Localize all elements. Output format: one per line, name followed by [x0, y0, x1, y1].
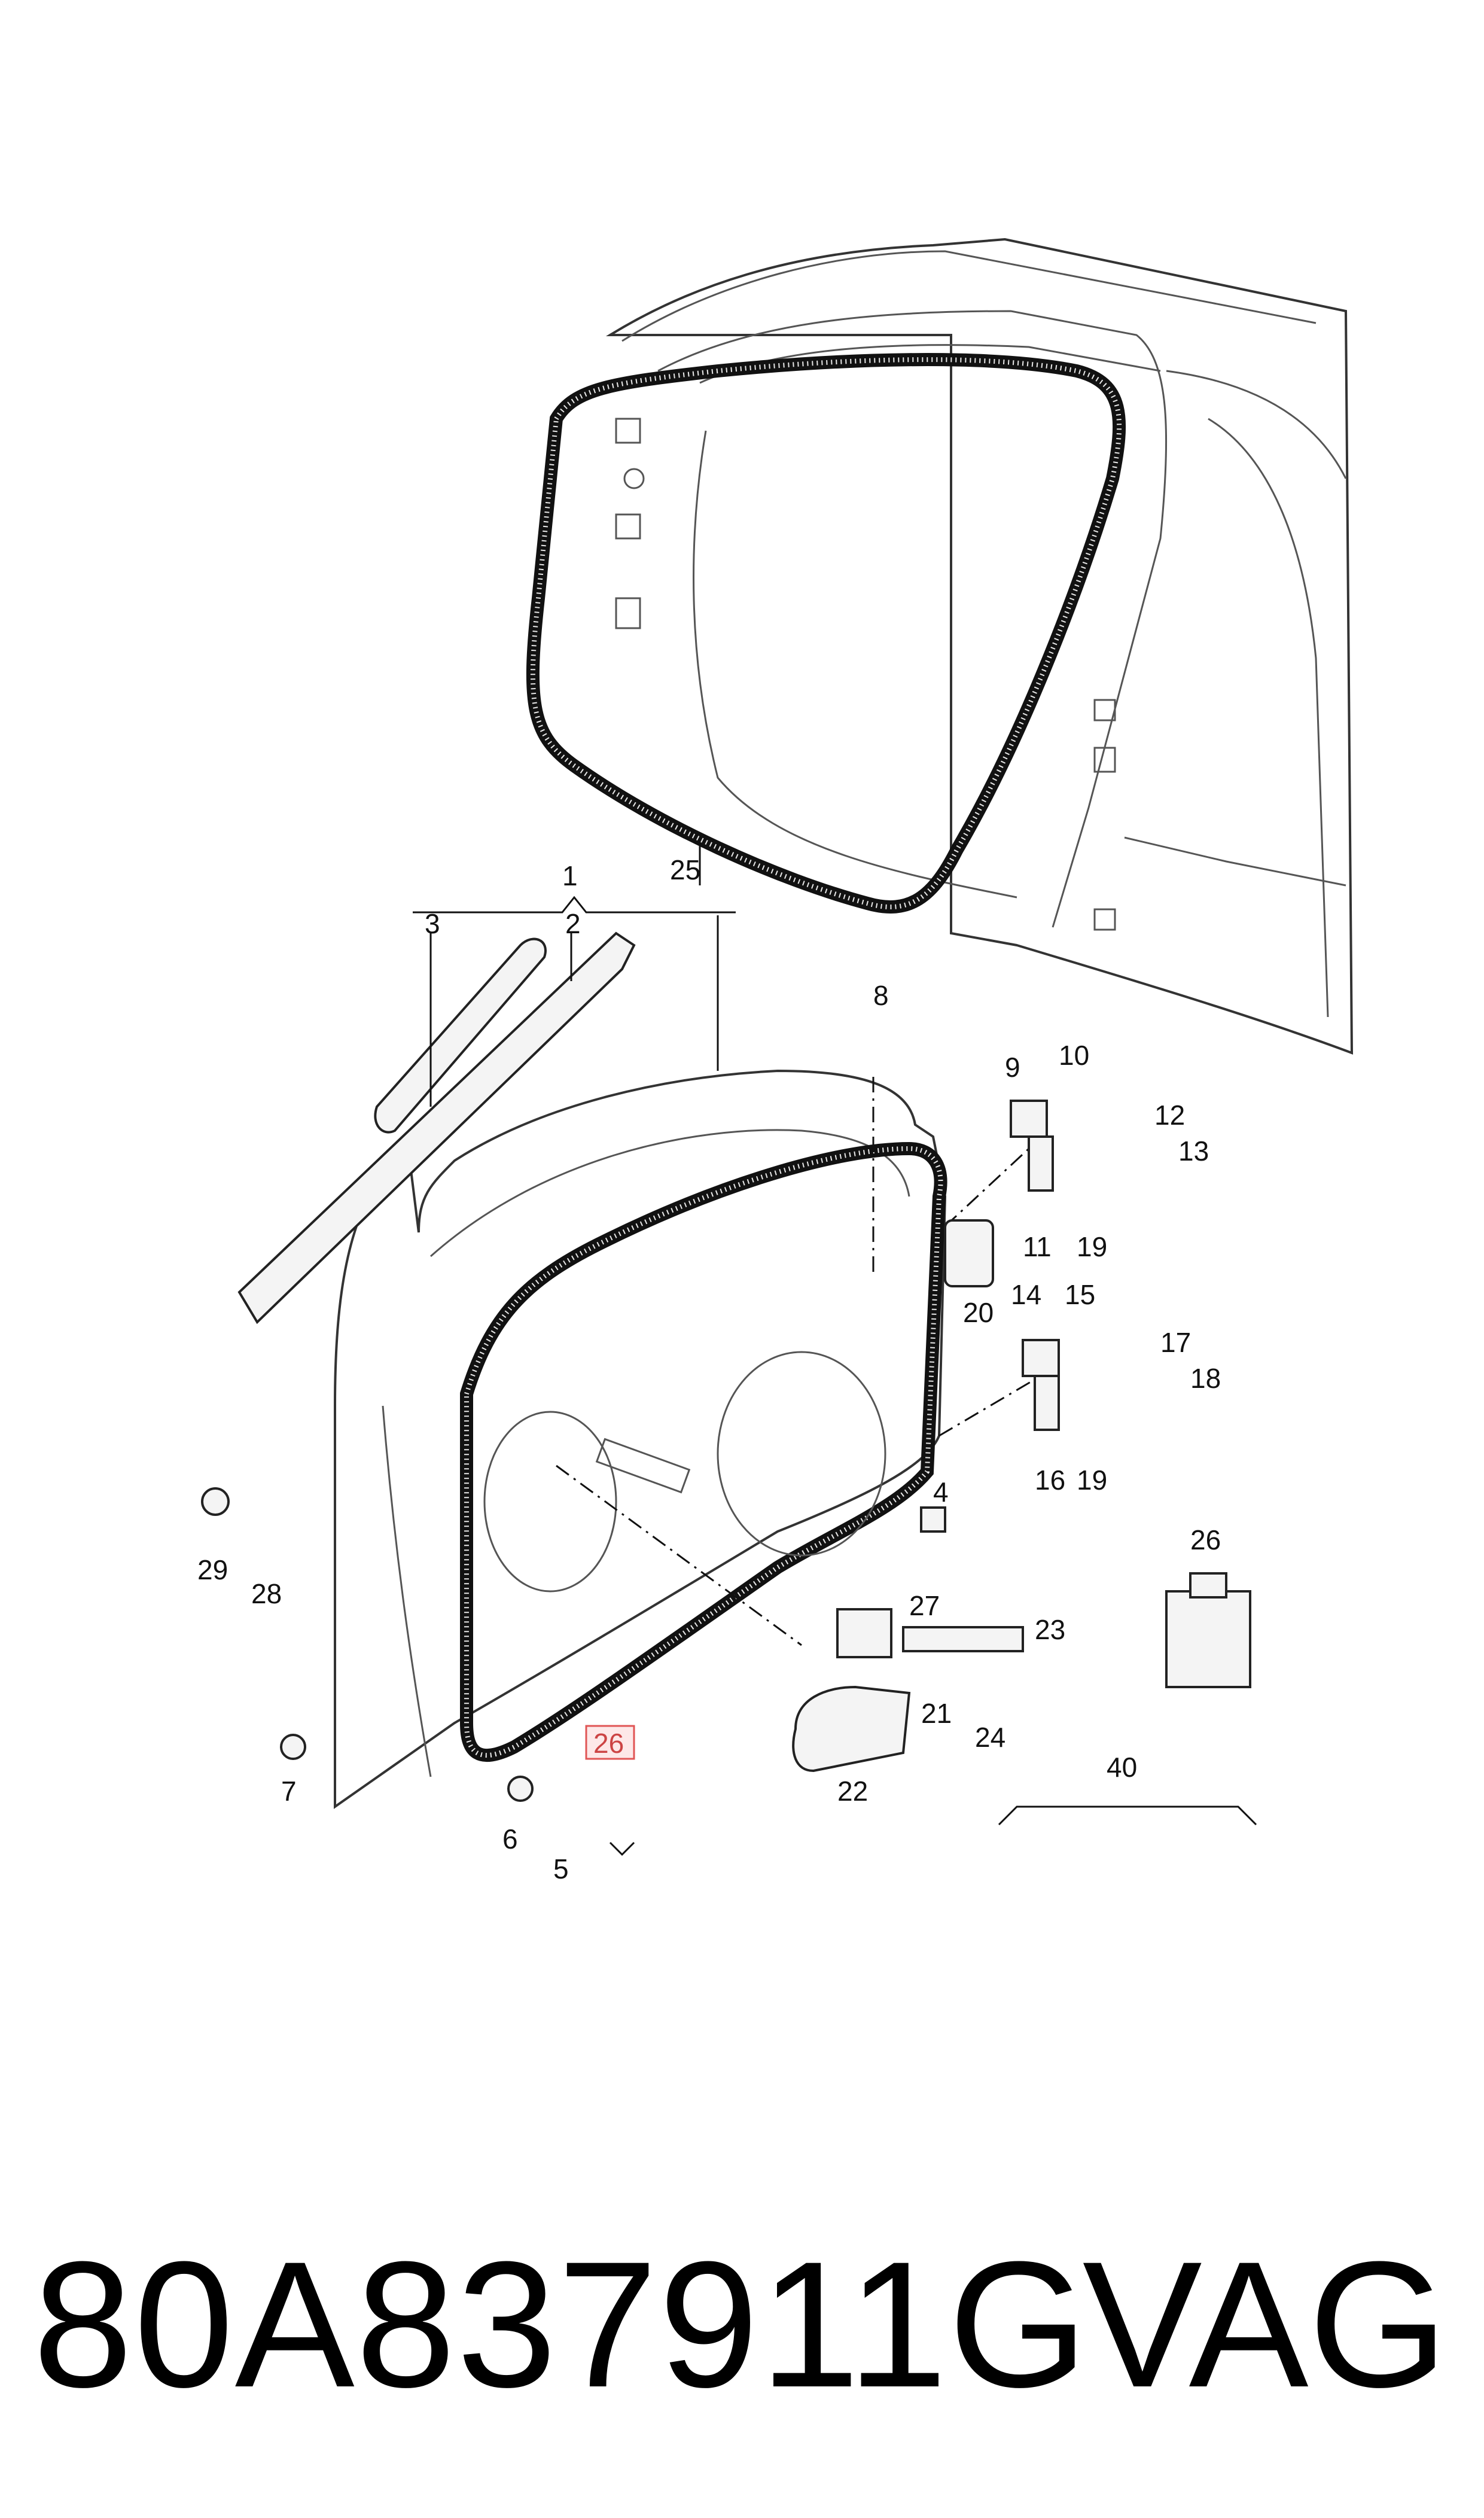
- callout-label: 13: [1178, 1135, 1209, 1167]
- door-seal: [460, 1141, 947, 1762]
- callout-label: 18: [1190, 1363, 1221, 1394]
- leader-lines: [413, 844, 1257, 1856]
- callout-label: 2: [565, 908, 581, 939]
- callout-label-highlighted: 26: [593, 1728, 624, 1759]
- window-trim: [237, 931, 636, 1325]
- callout-label: 16: [1035, 1464, 1065, 1496]
- callout-label: 19: [1077, 1464, 1107, 1496]
- callout-label: 14: [1011, 1279, 1041, 1310]
- footer: 80A837911G VAG: [0, 2225, 1484, 2423]
- brand-label: VAG: [1082, 2224, 1448, 2425]
- highlight-box: [585, 1725, 635, 1760]
- callout-label: 26: [1190, 1524, 1221, 1555]
- callout-label: 12: [1154, 1100, 1185, 1131]
- callout-label: 40: [1107, 1752, 1137, 1783]
- callout-label: 15: [1065, 1279, 1095, 1310]
- callout-label: 24: [975, 1722, 1005, 1753]
- callout-label: 6: [502, 1823, 518, 1855]
- callout-label: 11: [1023, 1231, 1052, 1262]
- door-shell: [334, 1069, 947, 1809]
- callout-labels: 1 2 3 4 5 6 7 8 9 10 11 12 13 14 15 16 1…: [197, 854, 1221, 1884]
- callout-label: 9: [1005, 1052, 1020, 1083]
- callout-label: 3: [425, 908, 440, 939]
- callout-label: 19: [1077, 1231, 1107, 1262]
- callout-label: 10: [1059, 1040, 1089, 1071]
- callout-label: 28: [251, 1578, 282, 1609]
- callout-label: 22: [837, 1776, 868, 1807]
- callout-label: 29: [197, 1554, 228, 1585]
- body-side-panel: [605, 238, 1354, 1055]
- callout-label: 4: [933, 1476, 949, 1508]
- callout-label: 25: [670, 854, 700, 885]
- callout-label: 1: [562, 860, 578, 891]
- callout-label: 21: [921, 1698, 952, 1729]
- callout-label: 20: [963, 1297, 994, 1328]
- callout-label: 17: [1160, 1327, 1191, 1358]
- callout-label: 27: [909, 1590, 940, 1621]
- callout-label: 5: [553, 1853, 569, 1884]
- callout-label: 8: [873, 980, 889, 1011]
- callout-label: 7: [281, 1776, 297, 1807]
- door-parts-diagram: 1 2 3 4 5 6 7 8 9 10 11 12 13 14 15 16 1…: [197, 238, 1354, 1884]
- door-opening-seal: [526, 353, 1126, 914]
- part-number: 80A837911G: [33, 2224, 1089, 2425]
- callout-label: 23: [1035, 1614, 1065, 1645]
- hardware-parts: [201, 1100, 1251, 1802]
